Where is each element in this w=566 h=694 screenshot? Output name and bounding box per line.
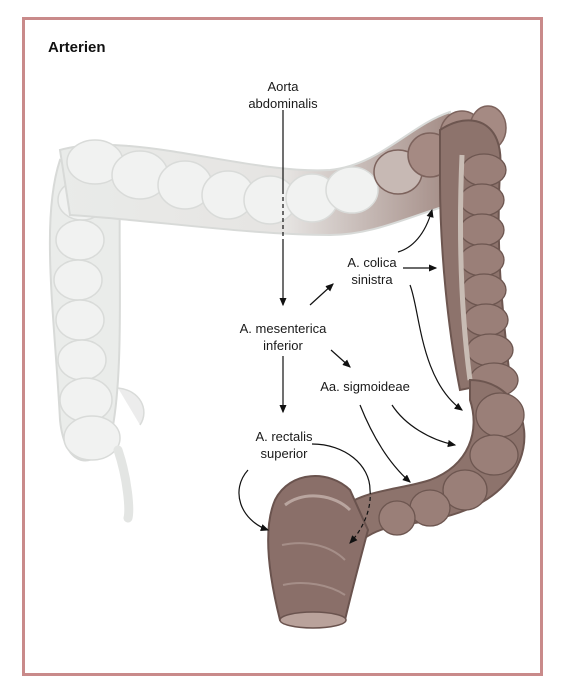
- label-rectalis-line1: A. rectalis: [255, 429, 313, 444]
- label-aa-sigmoideae: Aa. sigmoideae: [320, 379, 410, 394]
- artery-arrows: [238, 110, 463, 544]
- label-a-colica-sinistra: A. colica sinistra: [338, 254, 406, 288]
- sigmoid-colon: [338, 378, 526, 561]
- label-aorta-line1: Aorta: [267, 79, 299, 94]
- label-colica-line1: A. colica: [347, 255, 397, 270]
- label-aorta-abdominalis: Aorta abdominalis: [236, 78, 330, 112]
- label-mesenterica-line2: inferior: [263, 338, 303, 353]
- rectum: [267, 475, 370, 629]
- label-mesenterica-line1: A. mesenterica: [239, 321, 327, 336]
- label-colica-line2: sinistra: [351, 272, 393, 287]
- label-rectalis-line2: superior: [260, 446, 308, 461]
- label-a-mesenterica-inferior: A. mesenterica inferior: [230, 320, 336, 354]
- descending-colon: [439, 119, 519, 398]
- label-aorta-line2: abdominalis: [248, 96, 318, 111]
- figure-heading: Arterien: [48, 39, 106, 56]
- label-a-rectalis-superior: A. rectalis superior: [242, 428, 326, 462]
- transverse-colon: [58, 105, 507, 237]
